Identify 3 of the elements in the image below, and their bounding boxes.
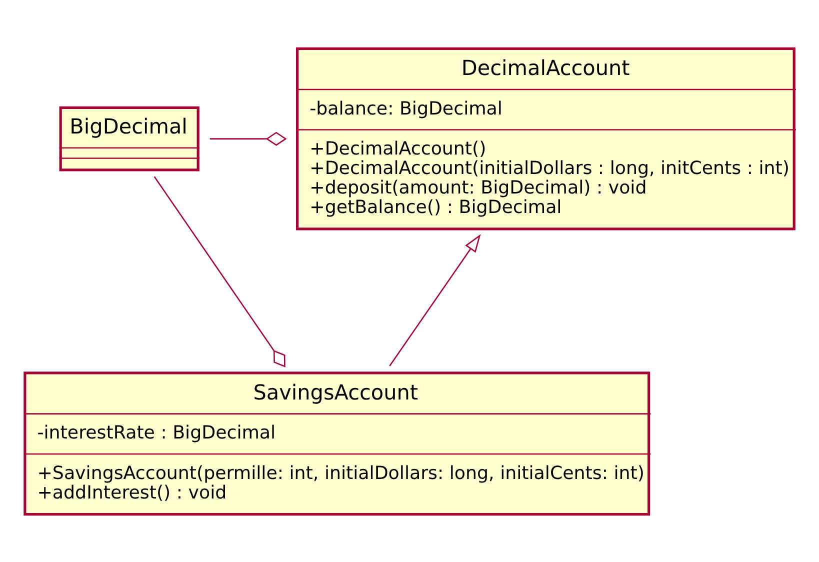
connector	[210, 131, 287, 146]
connector	[154, 176, 286, 367]
arrow	[389, 234, 481, 366]
